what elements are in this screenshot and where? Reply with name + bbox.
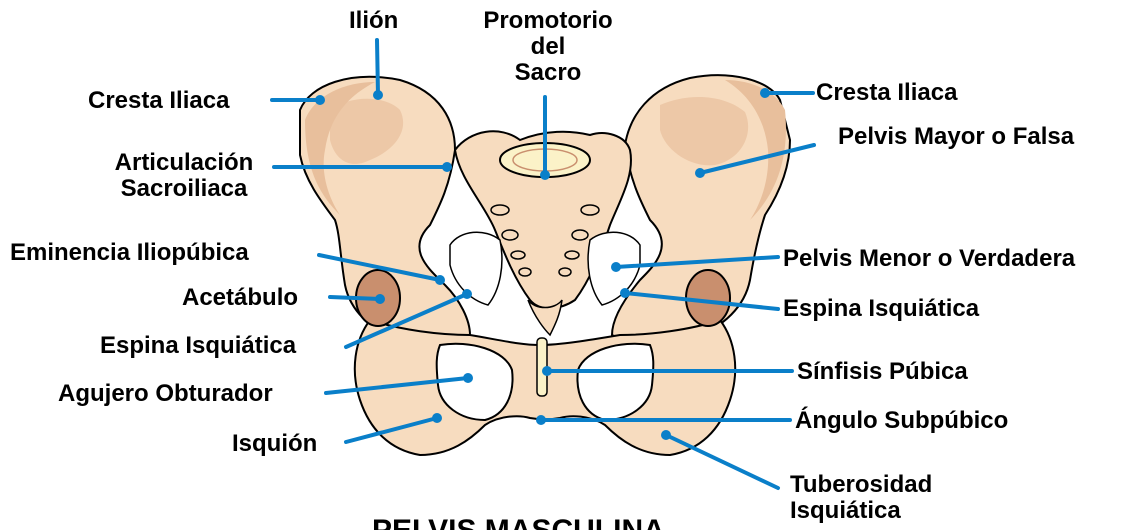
label-tuberosidad-isquiatica: Tuberosidad Isquiática [790, 472, 932, 524]
leader-acetabulo [330, 297, 380, 299]
leader-tuberosidad [666, 435, 778, 488]
left-pelvic-opening [450, 232, 502, 305]
label-cresta-iliaca-right: Cresta Iliaca [816, 80, 957, 106]
label-espina-isquiatica-left: Espina Isquiática [100, 333, 296, 359]
label-promontorio-del-sacro: Promotorio del Sacro [468, 8, 628, 86]
label-promontorio-line-1: Promotorio [468, 8, 628, 34]
label-ilion: Ilión [349, 8, 398, 34]
right-acetabulum [686, 270, 730, 326]
label-promontorio-line-3: Sacro [468, 60, 628, 86]
label-acetabulo: Acetábulo [182, 285, 298, 311]
leader-ilion [377, 40, 378, 95]
label-espina-isquiatica-right: Espina Isquiática [783, 296, 979, 322]
label-pelvis-menor: Pelvis Menor o Verdadera [783, 246, 1075, 272]
label-articulacion-line-1: Articulación [96, 150, 272, 176]
label-isquion: Isquión [232, 431, 317, 457]
label-pelvis-mayor: Pelvis Mayor o Falsa [838, 124, 1074, 150]
label-sinfisis-pubica: Sínfisis Púbica [797, 359, 968, 385]
diagram-title: PELVIS MASCULINA [372, 516, 665, 530]
label-articulacion-line-2: Sacroiliaca [96, 176, 272, 202]
label-eminencia-iliopubica: Eminencia Iliopúbica [10, 240, 249, 266]
label-cresta-iliaca-left: Cresta Iliaca [88, 88, 229, 114]
label-articulacion-sacroiliaca: Articulación Sacroiliaca [96, 150, 272, 202]
label-promontorio-line-2: del [468, 34, 628, 60]
label-tuberosidad-line-1: Tuberosidad [790, 472, 932, 498]
label-angulo-subpubico: Ángulo Subpúbico [795, 408, 1008, 434]
label-agujero-obturador: Agujero Obturador [58, 381, 273, 407]
label-tuberosidad-line-2: Isquiática [790, 498, 932, 524]
